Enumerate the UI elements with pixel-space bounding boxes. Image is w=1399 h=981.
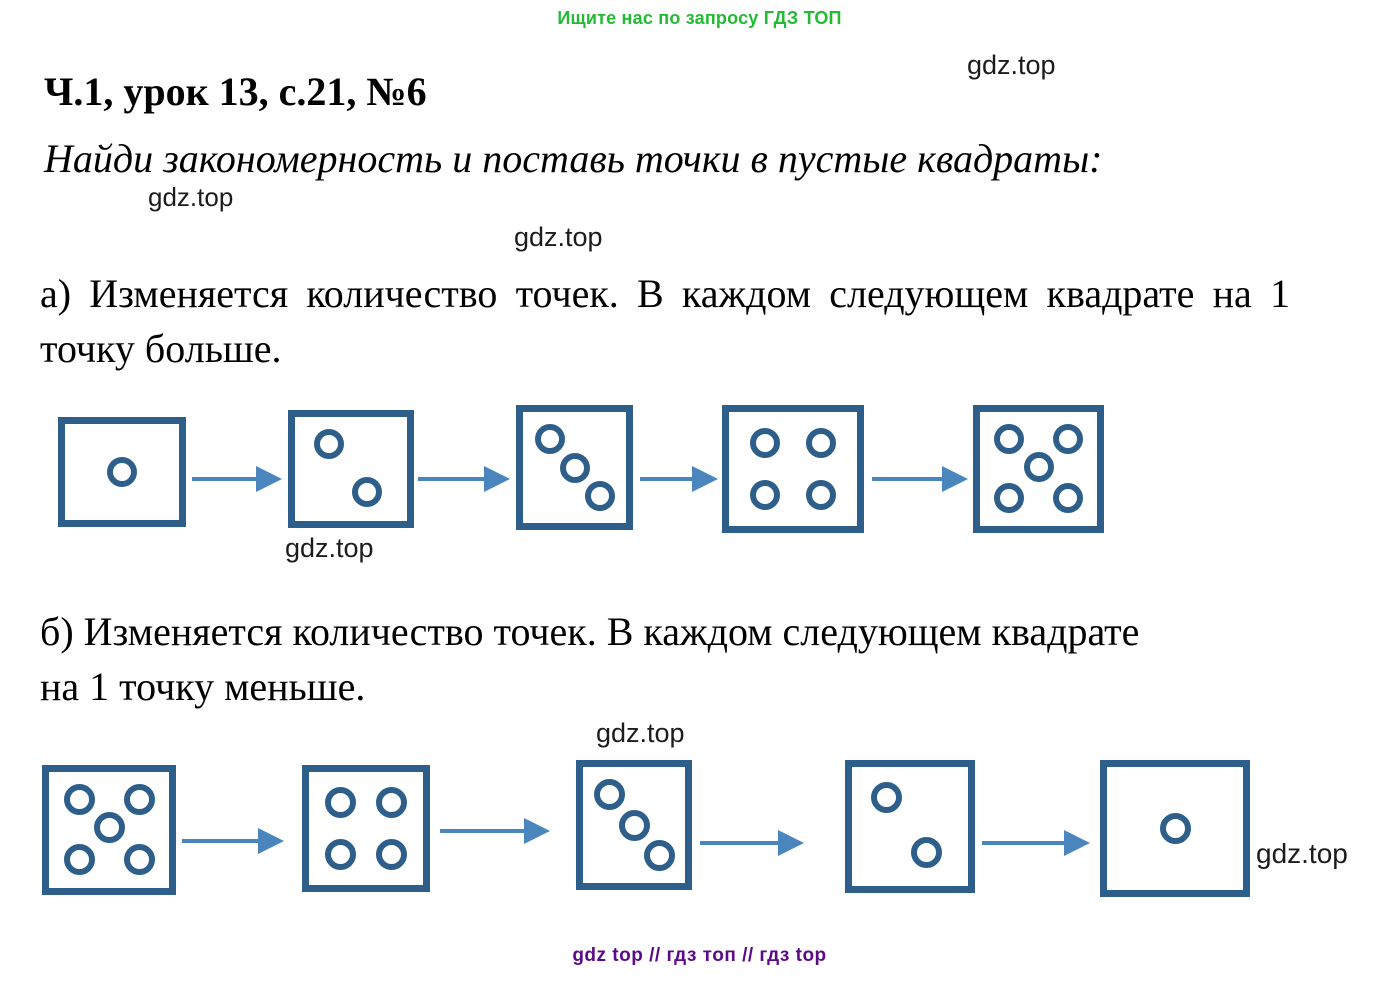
dot-square-a-4[interactable] [722, 405, 864, 533]
dot-3 [585, 481, 616, 512]
dot-3 [644, 839, 675, 871]
footer-links: gdz top // гдз топ // гдз top [572, 945, 827, 966]
sequence-row-a [0, 405, 1399, 545]
dot-3 [93, 812, 125, 844]
dot-5 [1052, 482, 1083, 513]
dot-2 [806, 427, 837, 458]
dot-square-b-2[interactable] [302, 765, 430, 892]
page-title: Ч.1, урок 13, с.21, №6 [44, 69, 427, 114]
task-b-description: б) Изменяется количество точек. В каждом… [40, 609, 1140, 710]
dot-square-b-4[interactable] [845, 760, 975, 893]
square-outline [722, 405, 864, 533]
dot-4 [63, 843, 95, 875]
arrow-icon-a-2 [418, 466, 510, 492]
square-outline [516, 405, 633, 530]
arrow-icon-b-1 [182, 828, 284, 854]
sequence-row-b [0, 760, 1399, 900]
watermark-5: gdz.top [596, 718, 685, 748]
dot-square-a-5[interactable] [973, 405, 1104, 533]
square-outline [1100, 760, 1250, 897]
dot-2 [618, 809, 650, 841]
dot-1 [107, 457, 137, 487]
dot-2 [351, 476, 382, 507]
dot-4 [375, 838, 407, 870]
dot-2 [559, 452, 590, 483]
dot-4 [806, 480, 837, 511]
watermark-6: gdz.top [1256, 838, 1348, 869]
promo-banner: Ищите нас по запросу ГДЗ ТОП [557, 8, 842, 28]
dot-1 [749, 427, 780, 458]
dot-1 [871, 782, 903, 814]
arrow-icon-a-4 [872, 466, 968, 492]
dot-2 [910, 837, 942, 869]
dot-1 [594, 779, 626, 811]
arrow-icon-b-3 [700, 830, 804, 856]
dot-1 [325, 787, 357, 818]
dot-square-a-1[interactable] [58, 417, 186, 527]
task-a-description: а) Изменяется количество точек. В каждом… [40, 271, 1290, 372]
square-outline [288, 410, 414, 528]
dot-3 [325, 838, 357, 870]
square-outline [576, 760, 692, 890]
watermark-1: gdz.top [967, 50, 1056, 80]
dot-2 [123, 784, 155, 816]
dot-square-b-1[interactable] [42, 765, 176, 895]
dot-1 [313, 429, 344, 460]
dot-4 [994, 482, 1025, 513]
watermark-4: gdz.top [285, 533, 374, 563]
watermark-3: gdz.top [514, 222, 603, 252]
task-prompt: Найди закономерность и поставь точки в п… [44, 136, 1103, 181]
dot-square-a-3[interactable] [516, 405, 633, 530]
arrow-icon-a-3 [640, 466, 718, 492]
arrow-icon-a-1 [192, 466, 282, 492]
arrow-icon-b-4 [982, 830, 1090, 856]
dot-2 [375, 787, 407, 818]
dot-square-b-5[interactable] [1100, 760, 1250, 897]
arrow-icon-b-2 [440, 818, 550, 844]
dot-square-a-2[interactable] [288, 410, 414, 528]
dot-3 [1023, 451, 1054, 482]
dot-1 [994, 424, 1025, 455]
square-outline [845, 760, 975, 893]
square-outline [973, 405, 1104, 533]
dot-3 [749, 480, 780, 511]
dot-square-b-3[interactable] [576, 760, 692, 890]
square-outline [302, 765, 430, 892]
dot-1 [63, 784, 95, 816]
dot-5 [123, 843, 155, 875]
square-outline [58, 417, 186, 527]
dot-1 [1159, 813, 1191, 844]
dot-1 [534, 423, 565, 454]
watermark-2: gdz.top [148, 182, 234, 212]
dot-2 [1052, 424, 1083, 455]
square-outline [42, 765, 176, 895]
